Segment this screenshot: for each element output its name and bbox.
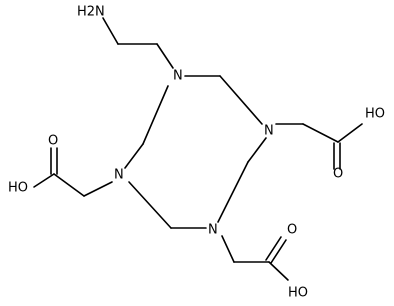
oxygen-bottom-label: O (287, 223, 297, 238)
nitrogen-bottom-label: N (208, 223, 218, 238)
nitrogen-top-label: N (173, 69, 183, 84)
nitrogen-right-label: N (264, 124, 274, 139)
bond-ring-2 (219, 75, 263, 125)
bond-n-left-ch2 (83, 181, 113, 197)
hydroxyl-right-label: HO (365, 107, 385, 122)
bond-ch2-c-left (53, 173, 85, 197)
bond-c-oh-left (33, 173, 55, 188)
bond-ring-7 (124, 143, 144, 169)
hydroxyl-left-label: HO (8, 181, 28, 196)
bond-ring-3 (247, 137, 267, 163)
bond-c-o-bottom-a (265, 236, 282, 261)
bond-c-oh-right (337, 123, 363, 143)
bond-amine-ch2 (102, 17, 119, 45)
bond-n-bottom-ch2 (221, 235, 235, 263)
hydroxyl-bottom-label: HO (288, 286, 308, 301)
amine-label: H2N (77, 5, 105, 20)
bond-lines (33, 17, 363, 281)
bond-c-oh-bottom (268, 261, 289, 281)
oxygen-right-label: O (333, 167, 343, 182)
bond-ring-8 (142, 85, 169, 145)
oxygen-left-label: O (48, 134, 58, 149)
bond-ring-4 (217, 161, 249, 223)
bond-c-o-bottom-b (270, 239, 287, 264)
bond-ch2-n-top (156, 43, 174, 69)
bond-ch2-c-right (302, 123, 339, 143)
atom-labels: H2N N N N N HO O HO O HO O (8, 5, 385, 301)
bond-ring-6 (128, 181, 172, 229)
nitrogen-left-label: N (114, 168, 124, 183)
